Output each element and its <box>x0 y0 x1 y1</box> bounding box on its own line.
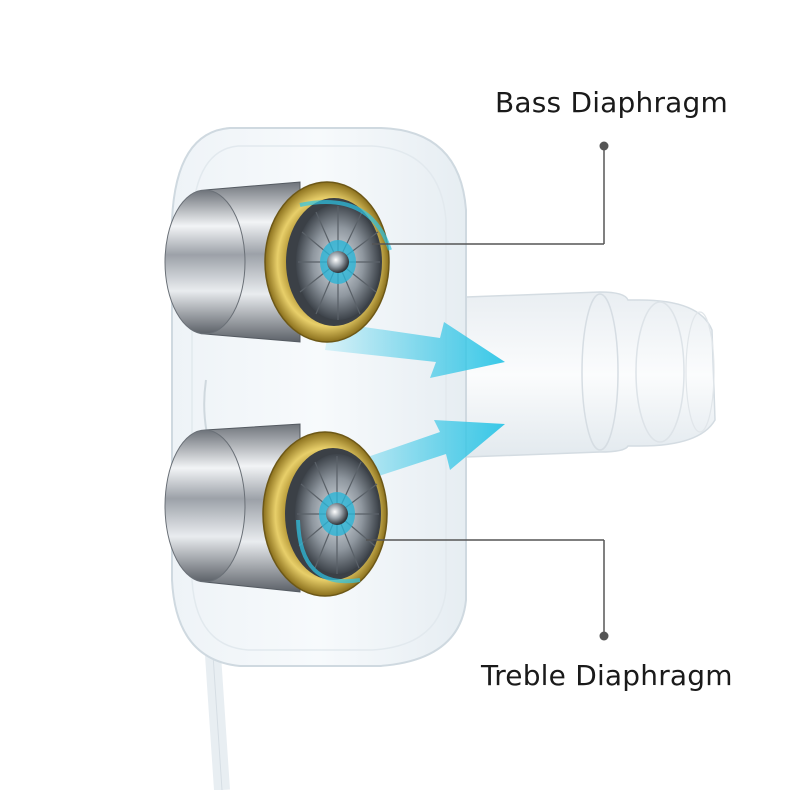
cable <box>204 639 230 791</box>
sound-nozzle <box>439 291 716 459</box>
treble-driver <box>164 423 388 597</box>
bass-diaphragm-label: Bass Diaphragm <box>495 86 728 119</box>
treble-diaphragm-label: Treble Diaphragm <box>481 659 733 692</box>
treble-leader-line <box>366 539 609 641</box>
bass-driver <box>164 181 392 343</box>
bass-leader-line <box>372 141 609 245</box>
